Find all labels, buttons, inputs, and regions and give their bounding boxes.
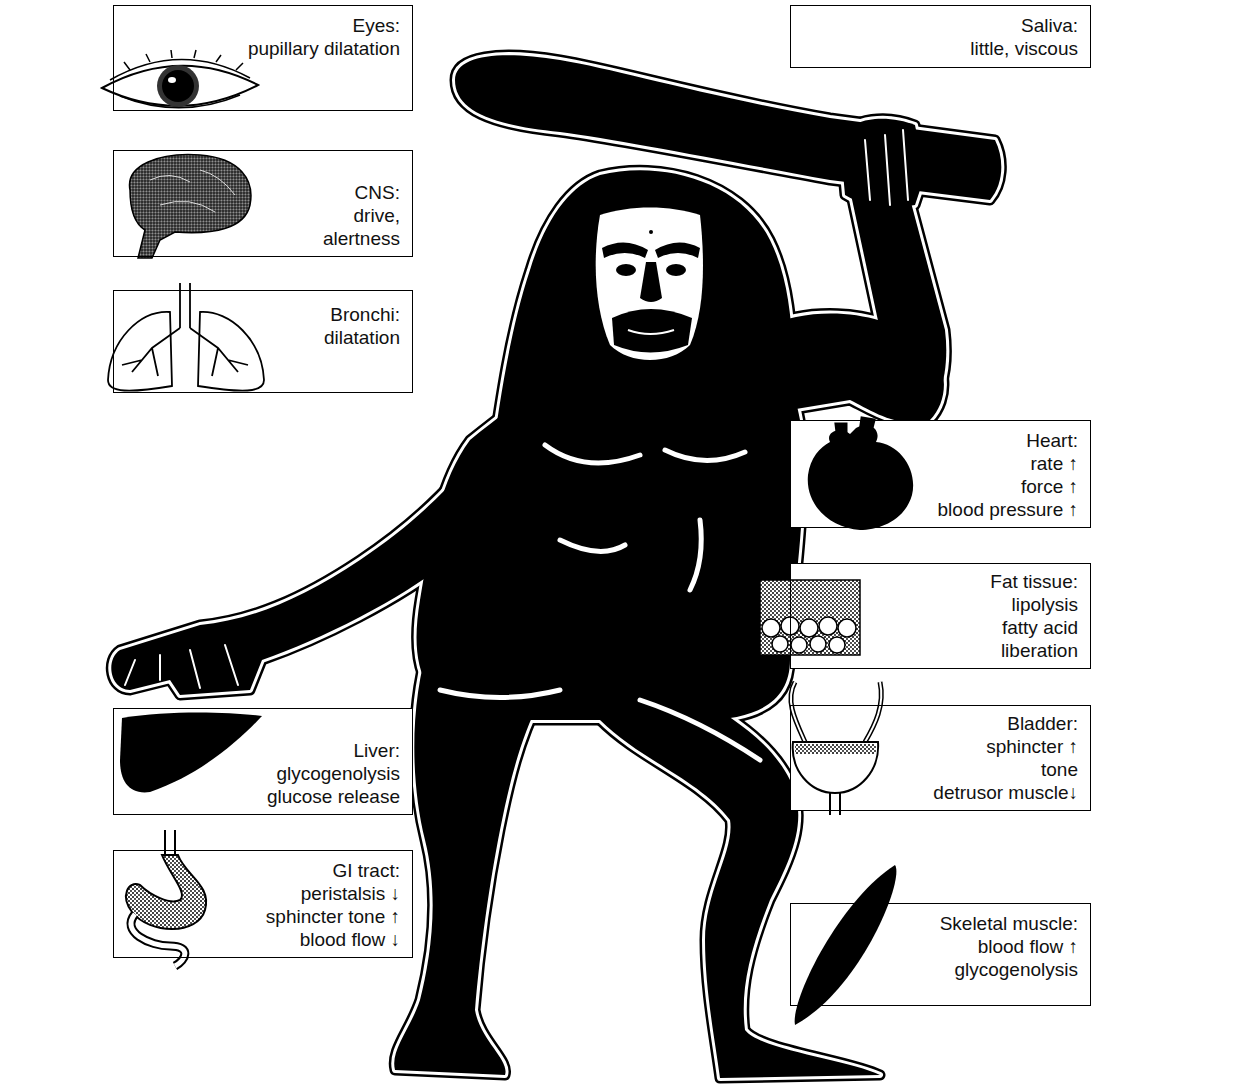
organ-box: Saliva:little, viscous <box>790 5 1091 68</box>
lungs-icon <box>108 283 264 391</box>
esophagus <box>165 830 175 856</box>
effect-text: glycogenolysis <box>791 958 1078 981</box>
effect-text: alertness <box>114 227 400 250</box>
bladder-shape <box>793 742 878 793</box>
box-ground <box>790 5 1091 68</box>
effect-text: blood flow ↑ <box>791 935 1078 958</box>
ureters <box>791 682 881 742</box>
organ-heading: GI tract: <box>114 859 400 882</box>
organ-box: Liver:glycogenolysisglucose release <box>113 708 413 815</box>
organ-heading: Eyes: <box>114 14 400 37</box>
organ-heading: CNS: <box>114 181 400 204</box>
box-ground <box>113 150 413 257</box>
organ-box: Skeletal muscle:blood flow ↑glycogenolys… <box>790 903 1091 1006</box>
brain-folds <box>150 170 235 212</box>
effect-text: pupillary dilatation <box>114 37 400 60</box>
effect-text: fatty acid liberation <box>948 616 1078 662</box>
organ-box: Bronchi:dilatation <box>113 290 413 393</box>
effect-text: little, viscous <box>791 37 1078 60</box>
brain-icon <box>130 155 251 258</box>
liver-icon <box>120 713 262 793</box>
brain-shape <box>130 155 251 258</box>
fat-icon <box>760 580 860 655</box>
effect-text: blood pressure ↑ <box>791 498 1078 521</box>
organ-heading: Heart: <box>791 429 1078 452</box>
muscle-icon <box>795 865 897 1025</box>
organ-box: CNS:drive,alertness <box>113 150 413 257</box>
eyelashes <box>110 50 250 108</box>
organ-box: Bladder:sphincter ↑ tonedetrusor muscle↓ <box>790 705 1091 811</box>
organ-box: GI tract:peristalsis ↓sphincter tone ↑bl… <box>113 850 413 958</box>
box-grounds <box>113 5 1091 1006</box>
effect-text: dilatation <box>114 326 400 349</box>
effect-text: glycogenolysis <box>114 762 400 785</box>
effect-text: lipolysis <box>791 593 1078 616</box>
iris <box>157 65 199 107</box>
effect-text: blood flow ↓ <box>114 928 400 951</box>
effect-text: detrusor muscle↓ <box>791 781 1078 804</box>
organ-heading: Bronchi: <box>114 303 400 326</box>
heart-vessels <box>836 418 874 440</box>
effect-text: sphincter tone ↑ <box>114 905 400 928</box>
intestine <box>131 914 185 966</box>
bladder-wall <box>795 744 876 754</box>
ureter-lumen <box>791 682 881 742</box>
organ-heading: Saliva: <box>791 14 1078 37</box>
organ-heading: Bladder: <box>791 712 1078 735</box>
fat-block <box>760 580 860 655</box>
right-lung <box>198 312 264 391</box>
effect-text: sphincter ↑ tone <box>958 735 1078 781</box>
pupil <box>162 70 194 102</box>
organ-heading: Fat tissue: <box>791 570 1078 593</box>
left-lung <box>108 312 172 391</box>
organ-box: Eyes:pupillary dilatation <box>113 5 413 111</box>
eye-glint <box>168 77 176 83</box>
heart-icon <box>808 418 913 530</box>
urethra <box>830 793 840 815</box>
organ-heading: Liver: <box>114 739 400 762</box>
organ-box: Heart:rate ↑force ↑blood pressure ↑ <box>790 420 1091 528</box>
effect-text: force ↑ <box>791 475 1078 498</box>
muscle-highlights <box>440 445 760 760</box>
organ-heading: Skeletal muscle: <box>791 912 1078 935</box>
bronchi-branches <box>122 328 248 376</box>
face <box>596 208 703 361</box>
effect-text: peristalsis ↓ <box>114 882 400 905</box>
box-ground <box>790 705 1091 811</box>
mouth-line <box>628 330 674 334</box>
eye-icon <box>102 50 258 108</box>
effect-text: rate ↑ <box>791 452 1078 475</box>
bladder-icon <box>791 682 881 815</box>
effect-text: drive, <box>114 204 400 227</box>
face-features <box>602 230 700 353</box>
stomach <box>126 855 206 929</box>
organ-box: Fat tissue:lipolysisfatty acid liberatio… <box>790 563 1091 669</box>
fat-cells <box>762 617 856 653</box>
intestine-lumen <box>131 914 185 966</box>
box-ground <box>113 708 413 815</box>
effect-text: glucose release <box>114 785 400 808</box>
heart-shape <box>808 425 913 530</box>
